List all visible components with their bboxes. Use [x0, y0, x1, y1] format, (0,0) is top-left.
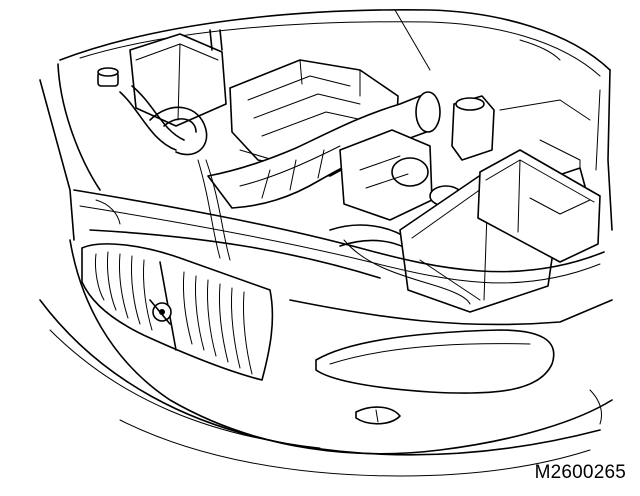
headlight [315, 329, 555, 394]
throttle-body-area [329, 129, 433, 255]
fog-lamp [355, 406, 401, 425]
intake-hose [207, 91, 441, 209]
engine-bay-frame [39, 63, 613, 241]
brand-badge [149, 299, 172, 325]
coolant-hoses [119, 85, 208, 156]
wiring-harness [95, 159, 471, 305]
figure-reference-code: M2600265 [534, 462, 626, 483]
front-grille [81, 243, 274, 381]
relay-box [477, 149, 601, 263]
radiator-cross-member [73, 189, 605, 284]
lower-bumper-detail [49, 329, 603, 449]
hood-edge [59, 9, 611, 77]
